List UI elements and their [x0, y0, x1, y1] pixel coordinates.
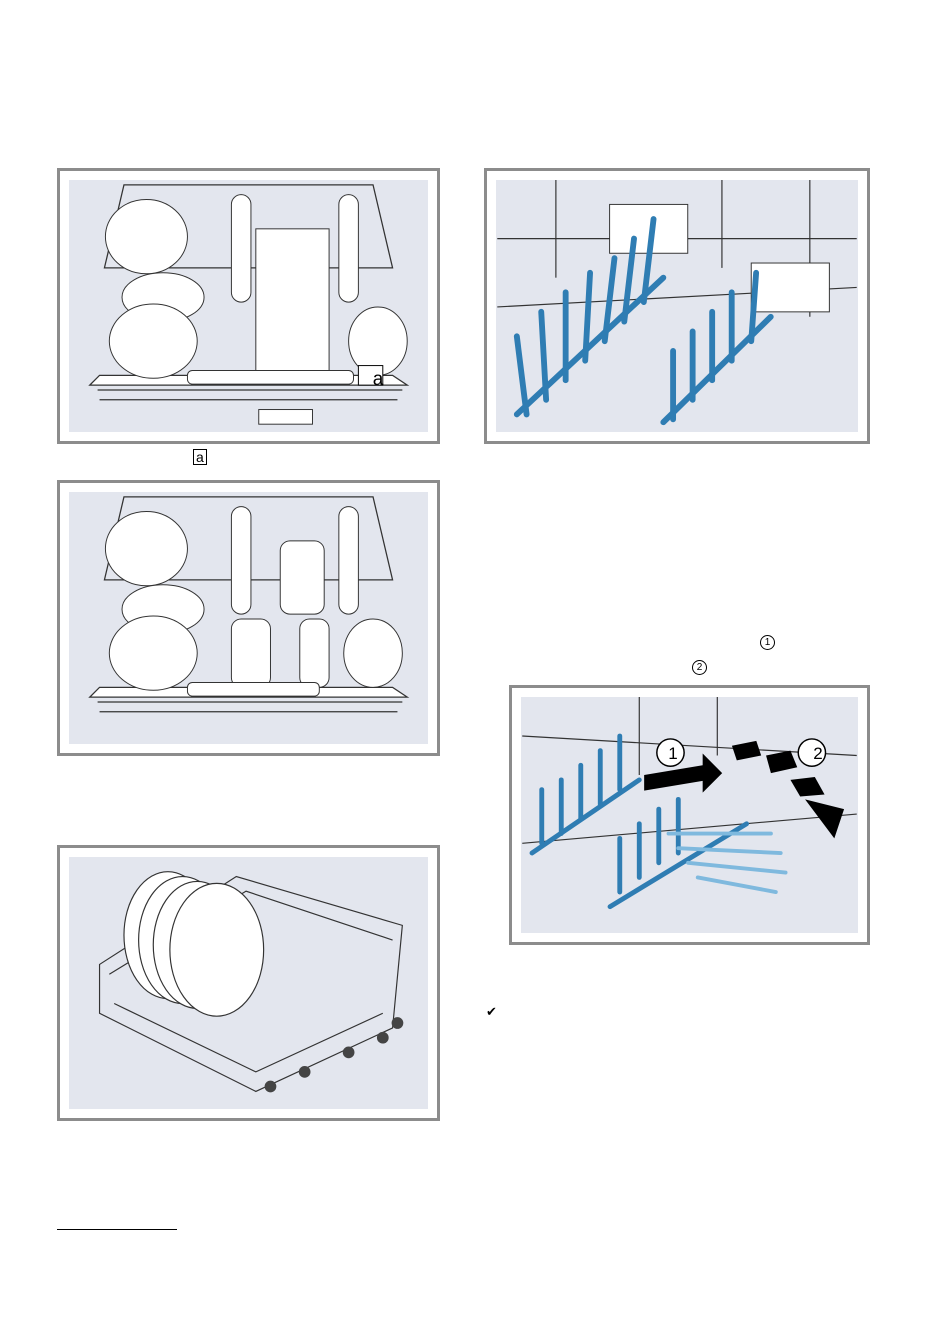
figure-background: 1 2: [521, 697, 858, 933]
tines-steps-illustration: [521, 697, 858, 933]
figure-background: [69, 492, 428, 744]
footnote-rule: [57, 1229, 177, 1230]
check-icon: ✔: [486, 1005, 497, 1020]
callout-2: 2: [807, 743, 829, 765]
figure-background: [496, 180, 858, 432]
figure-remove-tines-steps: 1 2: [509, 685, 870, 945]
callout-1: 1: [662, 743, 684, 765]
basket-illustration: [69, 492, 428, 744]
basket-illustration: [69, 180, 428, 432]
callout-a: a: [366, 370, 390, 390]
tines-illustration: [496, 180, 858, 432]
callout-a-reference: a: [193, 449, 207, 465]
figure-background: [69, 857, 428, 1109]
basket-illustration: [69, 857, 428, 1109]
figure-folding-tines: [484, 168, 870, 444]
figure-upper-basket-with-cutlery: a: [57, 168, 440, 444]
figure-lower-basket: [57, 845, 440, 1121]
step-2-reference: 2: [692, 660, 707, 675]
figure-background: a: [69, 180, 428, 432]
figure-upper-basket-plates: [57, 480, 440, 756]
step-1-reference: 1: [760, 635, 775, 650]
